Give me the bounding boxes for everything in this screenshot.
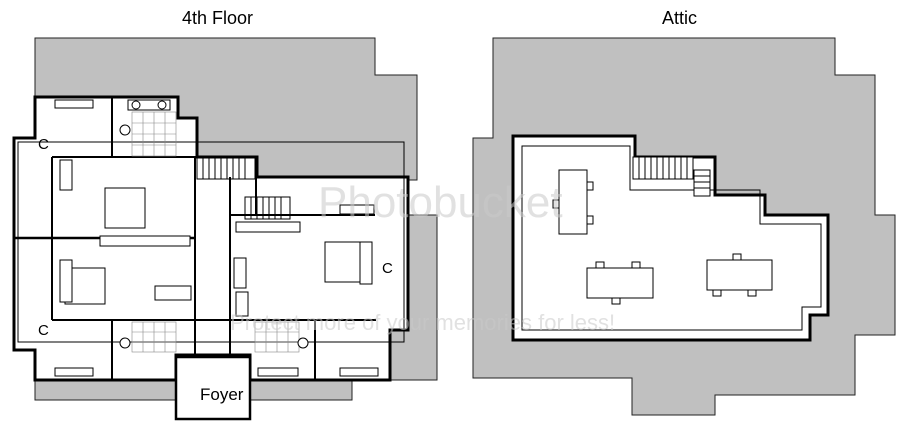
floor-title: 4th Floor (182, 8, 254, 28)
attic-inner-outline (521, 145, 822, 331)
furniture (54, 99, 379, 377)
attic-plan (472, 37, 896, 416)
closet-label-nw: C (38, 136, 49, 153)
closet-label-sw: C (38, 322, 49, 339)
bathroom-tiles (131, 111, 300, 353)
interior-walls (14, 97, 405, 380)
fourth-floor-plan: Foyer (12, 37, 438, 421)
foyer-box (174, 355, 252, 421)
building-floor (12, 95, 410, 382)
closet-label-e: C (382, 260, 393, 277)
attic-stairs (632, 156, 711, 197)
attic-title: Attic (662, 8, 698, 28)
foyer-label: Foyer (200, 385, 244, 404)
stairs (196, 156, 291, 220)
attic-tables (552, 169, 773, 305)
